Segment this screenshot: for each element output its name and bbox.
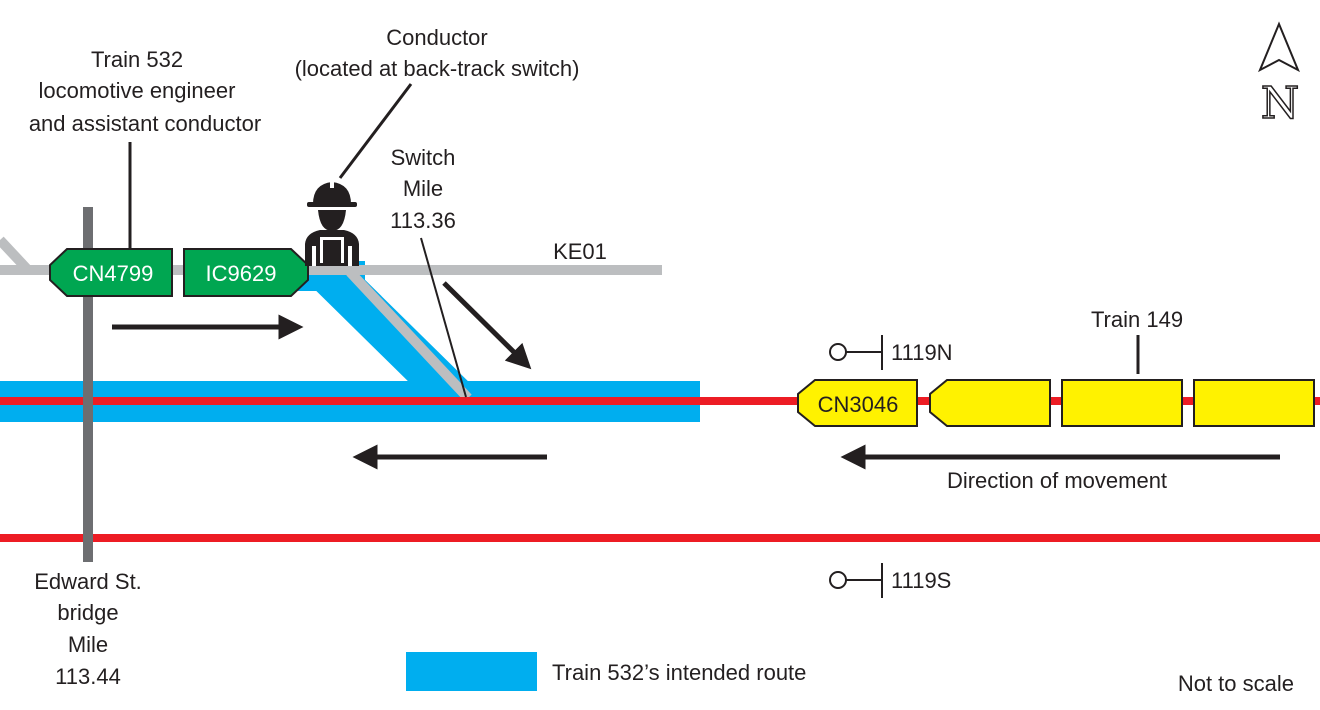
bridge-label-line-2: bridge [57, 600, 118, 625]
train-149-car-4 [1193, 379, 1315, 427]
legend-swatch-route [406, 652, 537, 691]
switch-label: Switch Mile 113.36 [390, 145, 456, 233]
train-unit-cn3046: CN3046 [797, 379, 918, 427]
arrow-route-southeast [442, 281, 532, 370]
bridge-label-line-3: Mile [68, 632, 108, 657]
unit-label-cn4799: CN4799 [73, 261, 154, 286]
leader-switch [420, 237, 467, 398]
switch-label-line-1: Switch [391, 145, 456, 170]
train-532: CN4799 IC9629 [49, 248, 309, 297]
conductor-label: Conductor (located at back-track switch) [295, 25, 580, 81]
north-arrow-icon: N [1258, 21, 1300, 130]
train-149: CN3046 [797, 379, 1315, 427]
switch-label-line-3: 113.36 [390, 208, 456, 233]
conductor-label-line-1: Conductor [386, 25, 488, 50]
legend-label-route: Train 532’s intended route [552, 660, 806, 685]
train-149-car-3 [1061, 379, 1183, 427]
train-532-crew-label: Train 532 locomotive engineer and assist… [29, 47, 261, 136]
crew-label-line-1: Train 532 [91, 47, 183, 72]
conductor-worker-icon [305, 180, 359, 266]
train-unit-cn4799: CN4799 [49, 248, 173, 297]
unit-label-cn3046: CN3046 [818, 392, 899, 417]
leader-conductor [338, 83, 413, 179]
signal-icon-1119n [829, 335, 883, 370]
direction-label: Direction of movement [947, 468, 1167, 493]
bridge-label: Edward St. bridge Mile 113.44 [34, 569, 142, 689]
train-149-car-2 [929, 379, 1051, 427]
conductor-label-line-2: (located at back-track switch) [295, 56, 580, 81]
train-unit-ic9629: IC9629 [183, 248, 309, 297]
crew-label-line-3: and assistant conductor [29, 111, 261, 136]
unit-label-ic9629: IC9629 [206, 261, 277, 286]
bridge-label-line-1: Edward St. [34, 569, 142, 594]
switch-label-line-2: Mile [403, 176, 443, 201]
bridge-label-line-4: 113.44 [55, 664, 121, 689]
signal-icon-1119s [829, 563, 883, 598]
not-to-scale-note: Not to scale [1178, 671, 1294, 696]
legend: Train 532’s intended route [406, 652, 806, 691]
north-label: N [1261, 78, 1300, 129]
signal-label-1119n: 1119N [891, 340, 953, 365]
crew-label-line-2: locomotive engineer [39, 78, 236, 103]
track-label-ke01: KE01 [553, 239, 607, 264]
train-149-label: Train 149 [1091, 307, 1183, 332]
signal-label-1119s: 1119S [891, 568, 951, 593]
